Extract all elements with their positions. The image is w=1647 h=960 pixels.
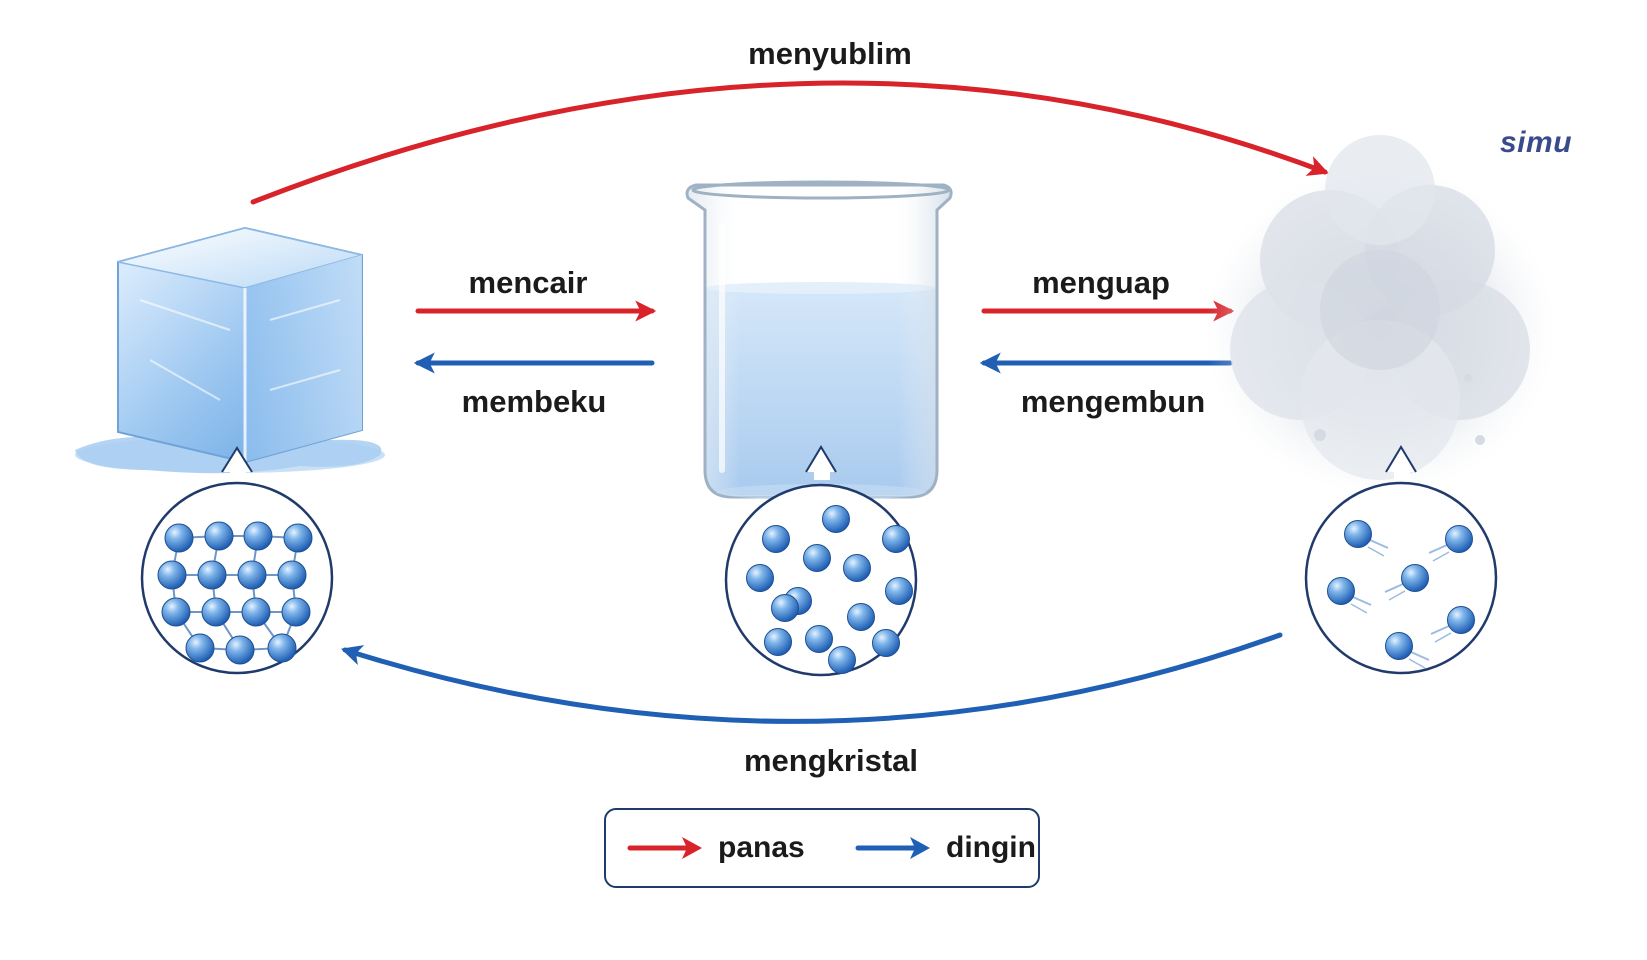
liquid-particles-zoom [724,445,918,677]
particle [1385,632,1413,660]
particle [872,629,900,657]
particle [237,560,267,590]
label-sublimation: menyublim [748,36,912,71]
particle [805,625,833,653]
particle-bond [1369,539,1389,549]
label-deposition: mengkristal [743,743,919,778]
particle [822,505,850,533]
particle [1445,525,1473,553]
particle [771,594,799,622]
particle [164,523,194,553]
legend-cold-label: dingin [946,831,1036,864]
particle [828,646,856,674]
particle-bond [1352,596,1372,606]
particle-bond [1350,603,1368,614]
particle [762,525,790,553]
particle [843,554,871,582]
label-evaporation: menguap [1032,265,1170,300]
particle-bond [1410,651,1430,661]
label-freezing: membeku [461,384,607,419]
particle [267,633,297,663]
particle [746,564,774,592]
particle [201,597,231,627]
legend-item-hot: panas [626,810,805,886]
particle-bond [1428,544,1448,554]
particle-bond [1384,583,1404,593]
solid-particles-zoom [140,446,334,675]
legend-cold-arrow-icon [855,837,930,859]
label-condensation: mengembun [1020,384,1206,419]
particle [185,633,215,663]
particle [243,521,273,551]
deposition-arrow [340,632,1283,724]
legend-hot-arrow-icon [627,837,702,859]
particle [885,577,913,605]
particle-bond [1388,590,1406,601]
gas-particles-zoom [1304,445,1498,675]
particle [161,597,191,627]
particle [241,597,271,627]
legend: panas dingin [604,808,1040,888]
particle [281,597,311,627]
particle [277,560,307,590]
particle [225,635,255,665]
particle [882,525,910,553]
label-melting: mencair [468,265,588,300]
particle [1327,577,1355,605]
particle [283,523,313,553]
legend-hot-label: panas [718,831,805,864]
particle-bond [1430,625,1450,635]
steam-cloud-illustration [1205,135,1555,495]
particle [1344,520,1372,548]
particle-bond [1434,632,1452,643]
legend-item-cold: dingin [854,810,1036,886]
particle-bond [1408,658,1426,669]
logo-text: simu [1500,126,1573,159]
particle [197,560,227,590]
sublimation-arrow [250,80,1329,205]
particle [204,521,234,551]
particle [157,560,187,590]
beaker-illustration [685,180,953,500]
ice-cube-illustration [75,226,385,474]
particle-bond [1367,546,1385,557]
simu-logo: simu [1500,126,1572,160]
particle [764,628,792,656]
particle-bond [1432,551,1450,562]
particle [1401,564,1429,592]
particle [1447,606,1475,634]
particle [847,603,875,631]
particle [803,544,831,572]
